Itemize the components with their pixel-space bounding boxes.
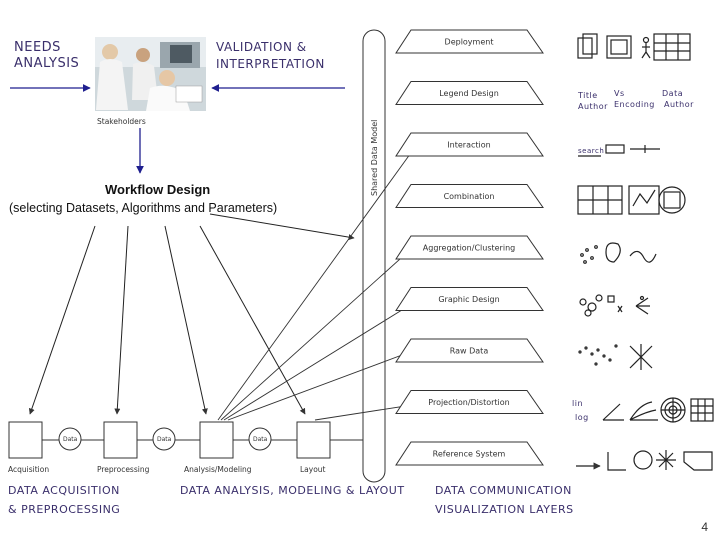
analysis-group-heading: DATA ANALYSIS, MODELING & LAYOUT (180, 484, 405, 497)
sketch-label-encoding: Encoding (614, 100, 655, 109)
data-label-2: Data (157, 436, 172, 443)
layer-label: Interaction (447, 141, 490, 150)
layer-aggregation-clustering: Aggregation/Clustering (395, 235, 544, 260)
stage-label-layout: Layout (300, 465, 326, 474)
layer-label: Reference System (433, 450, 506, 459)
sketch-graphic-design (579, 294, 650, 317)
layer-graphic-design: Graphic Design (395, 287, 544, 311)
data-label-3: Data (253, 436, 268, 443)
sketch-label-lin: lin (572, 399, 583, 408)
sketch-combination (577, 185, 686, 215)
pipeline-box-preprocessing (103, 421, 138, 459)
sketch-label-log: log (575, 413, 589, 422)
pipeline-box-analysis (199, 421, 234, 459)
layer-label: Combination (444, 192, 495, 201)
validation-heading-line1: VALIDATION & (216, 40, 307, 54)
layer-trapezoid (395, 441, 544, 466)
layer-trapezoid (395, 184, 544, 208)
data-circle-2 (152, 427, 176, 451)
sketch-aggregation (580, 242, 657, 264)
sketch-label-data: Data (662, 89, 683, 98)
acquisition-group-heading-line2: & PREPROCESSING (8, 503, 120, 516)
page-number: 4 (701, 520, 708, 534)
communication-group-heading-line1: DATA COMMUNICATION (435, 484, 572, 497)
workflow-title: Workflow Design (105, 182, 210, 197)
data-circle-1 (58, 427, 82, 451)
workflow-subtitle: (selecting Datasets, Algorithms and Para… (9, 201, 277, 215)
layer-trapezoid (395, 338, 544, 363)
data-circle-3 (248, 427, 272, 451)
sketch-label-author-1: Author (578, 102, 608, 111)
stage-label-acquisition: Acquisition (8, 465, 49, 474)
sketch-label-author-2: Author (664, 100, 694, 109)
layer-deployment: Deployment (395, 29, 544, 54)
layer-interaction: Interaction (395, 132, 544, 157)
layer-label: Raw Data (450, 347, 489, 356)
layer-arrows (217, 149, 414, 421)
shared-data-model-label: Shared Data Model (370, 120, 379, 196)
stage-label-preprocessing: Preprocessing (97, 465, 150, 474)
layer-trapezoid (395, 132, 544, 157)
validation-heading-line2: INTERPRETATION (216, 57, 325, 71)
layer-label: Projection/Distortion (428, 398, 509, 407)
workflow-arrows (28, 213, 355, 415)
sketch-label-vs: Vs (614, 89, 625, 98)
layer-trapezoid (395, 29, 544, 54)
acquisition-group-heading-line1: DATA ACQUISITION (8, 484, 120, 497)
data-label-1: Data (63, 436, 78, 443)
layer-trapezoid (395, 287, 544, 311)
layer-label: Graphic Design (438, 295, 499, 304)
sketch-interaction (578, 144, 660, 157)
layer-label: Aggregation/Clustering (423, 244, 515, 253)
shared-data-model-bar (362, 29, 386, 483)
stakeholders-photo (95, 37, 206, 111)
layer-trapezoid (395, 81, 544, 105)
pipeline: Data Data Data Acquisition Preprocessing… (8, 421, 363, 474)
layer-trapezoid (395, 235, 544, 260)
layer-combination: Combination (395, 184, 544, 208)
sketch-label-search: search (578, 147, 604, 155)
stakeholders-caption: Stakeholders (97, 117, 146, 126)
sketch-raw-data (578, 344, 653, 370)
sketch-reference-system (576, 450, 713, 471)
layer-label: Deployment (445, 38, 494, 47)
pipeline-box-acquisition (8, 421, 43, 459)
sketches (576, 33, 714, 471)
communication-group-heading-line2: VISUALIZATION LAYERS (435, 503, 574, 516)
sketch-label-title: Title (577, 91, 598, 100)
needs-analysis-heading-line1: NEEDS (14, 40, 61, 55)
layer-label: Legend Design (439, 89, 499, 98)
stage-label-analysis: Analysis/Modeling (184, 465, 252, 474)
layer-legend-design: Legend Design (395, 81, 544, 105)
layer-raw-data: Raw Data (395, 338, 544, 363)
sketch-projection (602, 397, 714, 423)
layer-reference-system: Reference System (395, 441, 544, 466)
pipeline-box-layout (296, 421, 331, 459)
layer-projection-distortion: Projection/Distortion (395, 390, 544, 414)
needs-analysis-heading-line2: ANALYSIS (14, 56, 79, 71)
sketch-deployment (577, 33, 691, 61)
layer-trapezoid (395, 390, 544, 414)
sketch-labels: Title Vs Data Author Encoding Author sea… (572, 89, 694, 422)
